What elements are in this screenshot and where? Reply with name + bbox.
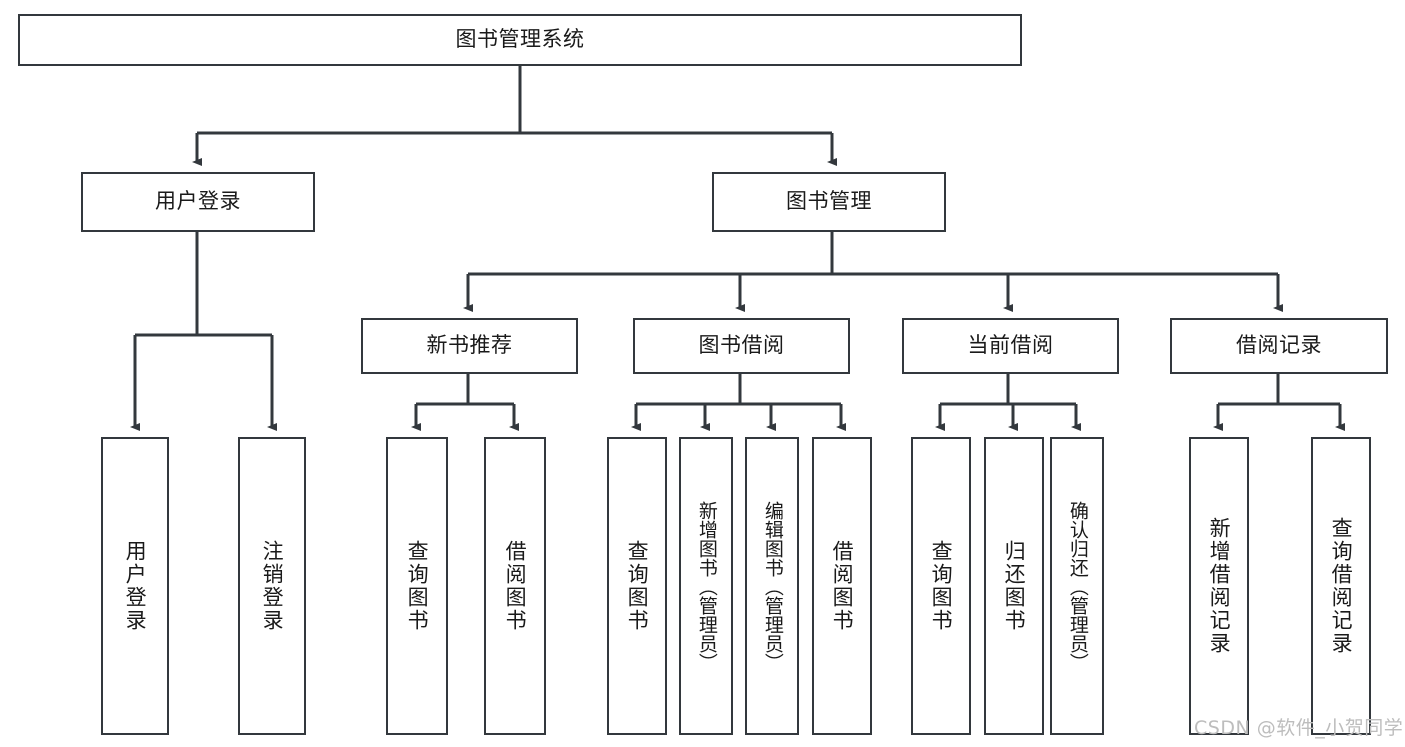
node-label: 图书管理系统 xyxy=(455,27,585,52)
node-book-borrow[interactable]: 图书借阅 xyxy=(633,318,850,374)
node-root-system[interactable]: 图书管理系统 xyxy=(18,14,1022,66)
edge-book-borrow-bus xyxy=(636,374,841,406)
node-label: 查询图书 xyxy=(625,540,650,632)
node-label: 查询图书 xyxy=(405,540,430,632)
node-new-book-recommend[interactable]: 新书推荐 xyxy=(361,318,578,374)
node-book-management[interactable]: 图书管理 xyxy=(712,172,946,232)
node-current-borrow[interactable]: 当前借阅 xyxy=(902,318,1119,374)
edge-new-book-rec-bus xyxy=(416,374,514,406)
edge-borrow-record-bus xyxy=(1218,374,1340,406)
leaf-query-book-borrow[interactable]: 查询图书 xyxy=(607,437,667,735)
node-label: 编辑图书（管理员） xyxy=(761,500,784,672)
edge-user-login-bus xyxy=(135,232,272,337)
leaf-query-book-recommend[interactable]: 查询图书 xyxy=(386,437,448,735)
node-label: 注销登录 xyxy=(260,540,285,632)
node-label: 归还图书 xyxy=(1002,540,1027,632)
leaf-return-book[interactable]: 归还图书 xyxy=(984,437,1044,735)
leaf-add-book-admin[interactable]: 新增图书（管理员） xyxy=(679,437,733,735)
node-label: 借阅记录 xyxy=(1236,333,1322,358)
leaf-query-borrow-record[interactable]: 查询借阅记录 xyxy=(1311,437,1371,735)
node-label: 图书借阅 xyxy=(698,333,785,358)
node-user-login[interactable]: 用户登录 xyxy=(81,172,315,232)
leaf-query-book-current[interactable]: 查询图书 xyxy=(911,437,971,735)
node-label: 查询图书 xyxy=(929,540,954,632)
leaf-logout[interactable]: 注销登录 xyxy=(238,437,306,735)
node-label: 新增图书（管理员） xyxy=(695,500,718,672)
leaf-user-login[interactable]: 用户登录 xyxy=(101,437,169,735)
node-label: 图书管理 xyxy=(786,189,872,214)
node-borrow-record[interactable]: 借阅记录 xyxy=(1170,318,1388,374)
leaf-edit-book-admin[interactable]: 编辑图书（管理员） xyxy=(745,437,799,735)
node-label: 借阅图书 xyxy=(503,540,528,632)
node-label: 查询借阅记录 xyxy=(1329,517,1354,655)
node-label: 新增借阅记录 xyxy=(1207,517,1232,655)
edge-current-borrow-bus xyxy=(940,374,1076,406)
node-label: 确认归还（管理员） xyxy=(1066,500,1089,672)
leaf-add-borrow-record[interactable]: 新增借阅记录 xyxy=(1189,437,1249,735)
node-label: 用户登录 xyxy=(123,540,148,632)
leaf-borrow-book-borrow[interactable]: 借阅图书 xyxy=(812,437,872,735)
node-label: 新书推荐 xyxy=(426,333,513,358)
csdn-watermark: CSDN @软件_小贺同学 xyxy=(1194,717,1404,739)
leaf-confirm-return-admin[interactable]: 确认归还（管理员） xyxy=(1050,437,1104,735)
leaf-borrow-book-recommend[interactable]: 借阅图书 xyxy=(484,437,546,735)
edge-root-bus xyxy=(197,66,832,135)
node-label: 借阅图书 xyxy=(830,540,855,632)
node-label: 当前借阅 xyxy=(967,333,1054,358)
node-label: 用户登录 xyxy=(155,189,241,214)
edge-book-mgmt-bus xyxy=(468,232,1278,276)
